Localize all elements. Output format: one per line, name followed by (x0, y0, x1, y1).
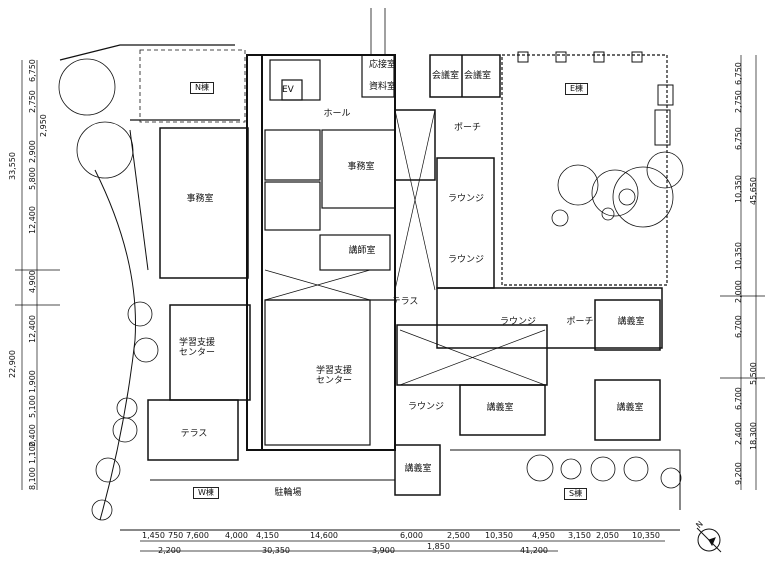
room-ouseshitsu: 応接室 (369, 60, 397, 70)
n-building-area (139, 49, 246, 123)
s-building-outline (450, 449, 681, 510)
central-rooms (264, 54, 396, 446)
room-shiryoshitsu: 資料室 (369, 82, 397, 92)
room-lounge-4: ラウンジ (407, 402, 445, 412)
room-gakushu-west: 学習支援センター (178, 338, 215, 359)
dim-r-8: 2,400 (734, 422, 743, 445)
dim-l-11: 1,100 (28, 441, 37, 464)
w-building (147, 127, 251, 461)
dim-l-3: 2,900 (28, 140, 37, 163)
dim-b2-3: 1,850 (427, 542, 450, 551)
dim-r-7: 6,700 (734, 387, 743, 410)
main-building (246, 54, 396, 451)
west-trees (58, 58, 159, 521)
dim-r-2: 6,750 (734, 127, 743, 150)
dim-ro-0: 45,650 (749, 177, 758, 205)
dim-lo-0: 33,550 (8, 152, 17, 180)
e-building (501, 54, 668, 286)
room-porch-1: ポーチ (454, 123, 482, 133)
dim-b1-2: 7,600 (186, 531, 209, 540)
dim-l-12: 8,100 (28, 467, 37, 490)
w-building-tag: W棟 (193, 487, 219, 499)
room-kaigishitsu-2: 会議室 (464, 71, 492, 81)
dim-l-1: 2,750 (28, 90, 37, 113)
dim-b1-11: 2,050 (596, 531, 619, 540)
room-lounge-2: ラウンジ (447, 255, 485, 265)
room-koushishitsu: 講師室 (348, 246, 376, 256)
room-kogishitsu-2: 講義室 (486, 403, 514, 413)
room-jimushitsu-center: 事務室 (347, 162, 375, 172)
north-arrow (696, 527, 722, 553)
dim-ro-1: 5,500 (749, 362, 758, 385)
east-wing-crosses (399, 329, 546, 386)
dim-l-4: 5,800 (28, 167, 37, 190)
dim-b1-12: 10,350 (632, 531, 660, 540)
conference-block (429, 54, 501, 98)
room-kogishitsu-4: 講義室 (404, 464, 432, 474)
dim-l-5: 12,400 (28, 206, 37, 234)
dim-b1-0: 1,450 (142, 531, 165, 540)
dimension-lines (15, 55, 765, 552)
dim-b1-9: 4,950 (532, 531, 555, 540)
s-building-trees (526, 454, 682, 489)
room-chorinjo: 駐輪場 (274, 488, 302, 498)
dim-r-6: 6,700 (734, 315, 743, 338)
room-gakushu-center: 学習支援センター (315, 366, 352, 387)
dim-l-8: 1,900 (28, 370, 37, 393)
dim-r-1: 2,750 (734, 90, 743, 113)
n-building-outline (59, 44, 240, 121)
e-building-trees (551, 151, 684, 228)
e-building-tag: E棟 (565, 83, 589, 95)
dim-l-7: 12,400 (28, 315, 37, 343)
dim-b1-10: 3,150 (568, 531, 591, 540)
dim-l-9: 5,100 (28, 395, 37, 418)
room-lounge-1: ラウンジ (447, 194, 485, 204)
room-ev: EV (282, 85, 294, 95)
dim-ro-2: 18,300 (749, 422, 758, 450)
dim-b1-6: 6,000 (400, 531, 423, 540)
room-kaigishitsu-1: 会議室 (432, 71, 460, 81)
room-kogishitsu-1: 講義室 (617, 317, 645, 327)
room-porch-2: ポーチ (566, 317, 594, 327)
site-boundary (120, 479, 680, 531)
n-building-tag: N棟 (190, 82, 214, 94)
room-kogishitsu-3: 講義室 (616, 403, 644, 413)
room-lounge-3: ラウンジ (499, 317, 537, 327)
void-crosses (264, 109, 436, 301)
dim-r-9: 9,200 (734, 462, 743, 485)
s-building-tag: S棟 (564, 488, 588, 500)
dim-b1-3: 4,000 (225, 531, 248, 540)
room-terrace-1: テラス (391, 297, 419, 307)
dim-l-2: 2,950 (39, 114, 48, 137)
room-hall: ホール (323, 109, 351, 119)
dim-b1-1: 750 (168, 531, 184, 540)
dim-l-6: 4,900 (28, 270, 37, 293)
e-building-squares (517, 51, 674, 146)
dim-b2-2: 3,900 (372, 546, 395, 555)
dim-b1-7: 2,500 (447, 531, 470, 540)
room-jimushitsu-west: 事務室 (186, 194, 214, 204)
dim-lo-1: 22,900 (8, 350, 17, 378)
dim-b1-8: 10,350 (485, 531, 513, 540)
dim-b2-1: 30,350 (262, 546, 290, 555)
dim-b2-0: 2,200 (158, 546, 181, 555)
dim-b1-5: 14,600 (310, 531, 338, 540)
dim-b1-4: 4,150 (256, 531, 279, 540)
dim-r-4: 10,350 (734, 242, 743, 270)
dim-l-0: 6,750 (28, 59, 37, 82)
dim-b2-4: 41,200 (520, 546, 548, 555)
north-approach (370, 8, 386, 55)
dim-r-3: 10,350 (734, 175, 743, 203)
west-path (94, 129, 149, 521)
dim-r-0: 6,750 (734, 62, 743, 85)
east-wing-lower (394, 287, 663, 496)
dim-r-5: 2,000 (734, 280, 743, 303)
room-terrace-2: テラス (180, 429, 208, 439)
